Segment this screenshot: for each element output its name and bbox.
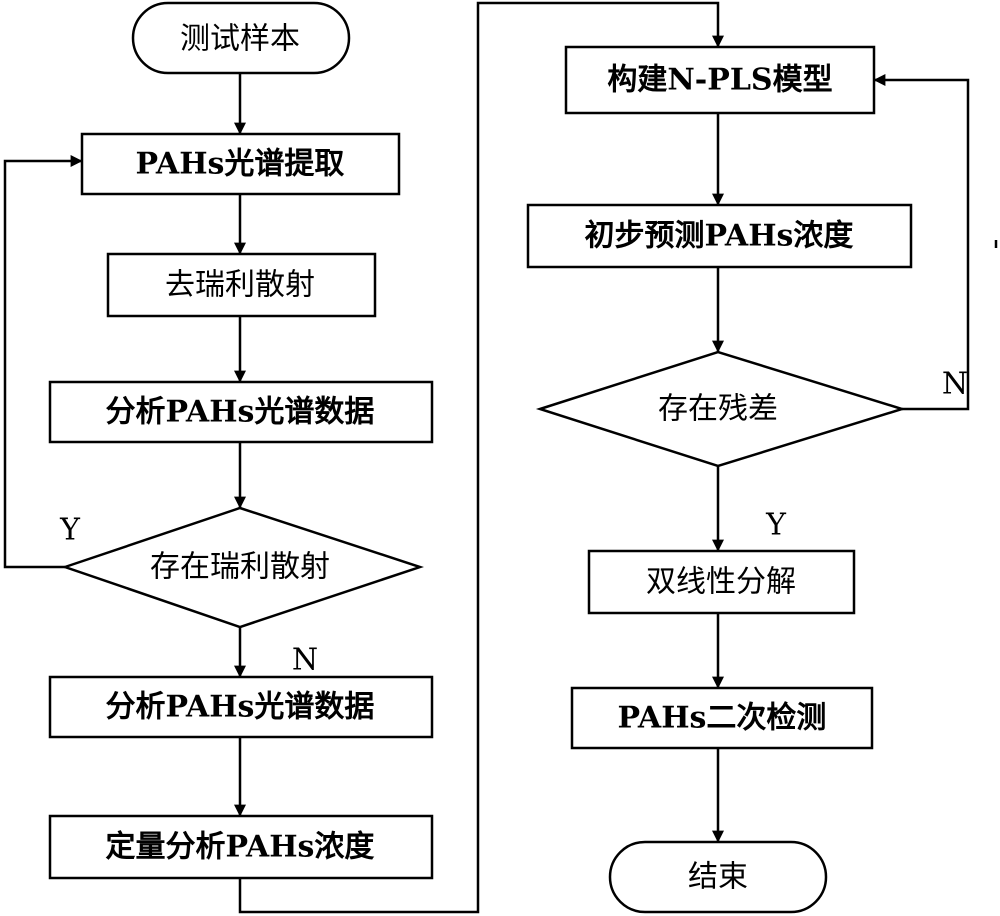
predict-box [526, 203, 913, 269]
rayleigh-no-label: N [292, 643, 318, 678]
start-label: 测试样本 [180, 22, 300, 57]
analyze-box-1 [48, 380, 434, 444]
analyze-label-1: 分析PAHs光谱数据 [106, 395, 375, 430]
build-model-label: 构建N-PLS模型 [607, 63, 832, 98]
rayleigh-yes-label: Y [59, 513, 81, 548]
quantify-label: 定量分析PAHs浓度 [106, 830, 375, 865]
residual-decision-label: 存在残差 [658, 392, 778, 427]
residual-no-label: N [942, 367, 968, 402]
second-detect-label: PAHs二次检测 [618, 701, 827, 736]
end-label: 结束 [688, 860, 748, 895]
second-detect-box [570, 686, 874, 750]
arrow-residual-no-loop [873, 74, 970, 411]
rayleigh-decision-label: 存在瑞利散射 [150, 550, 330, 585]
analyze-label-2: 分析PAHs光谱数据 [106, 690, 375, 725]
predict-label: 初步预测PAHs浓度 [585, 219, 854, 254]
remove-rayleigh-label: 去瑞利散射 [165, 268, 315, 303]
extract-box [80, 132, 401, 196]
extract-label: PAHs光谱提取 [136, 147, 345, 182]
bilinear-box [587, 549, 856, 615]
arrow-rayleigh-yes-loop [3, 155, 83, 569]
bilinear-label: 双线性分解 [646, 565, 796, 600]
arrow-quantify-to-build-model [238, 1, 724, 914]
residual-yes-label: Y [765, 508, 787, 543]
rayleigh-decision [61, 506, 424, 629]
